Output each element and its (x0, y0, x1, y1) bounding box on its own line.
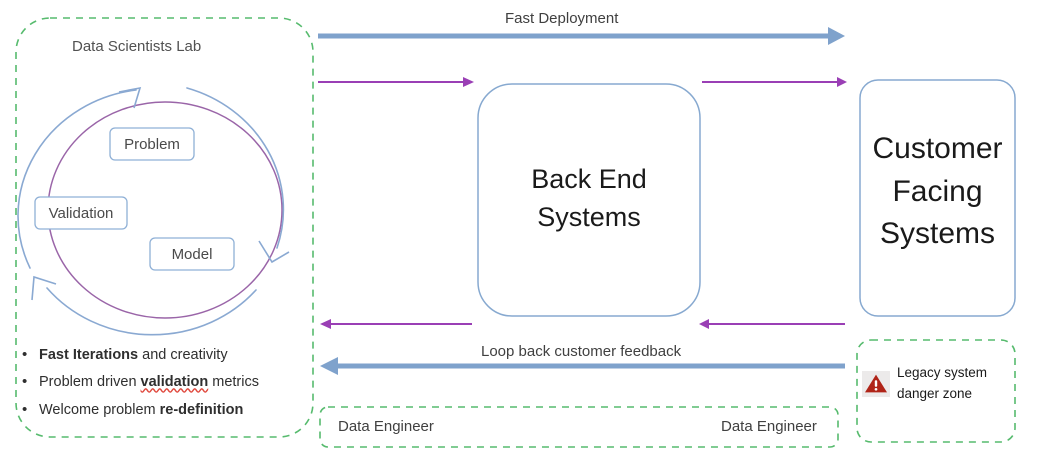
legacy-danger-zone (856, 339, 1016, 443)
node-back-end-systems-label: Back End Systems (531, 164, 647, 233)
bullet-text-3: Welcome problem re-definition (39, 402, 243, 419)
node-customer-facing-systems[interactable] (859, 79, 1016, 317)
lab-bullet-list: • Fast Iterations and creativity • Probl… (22, 346, 312, 428)
arrow-fast-deployment-label: Fast Deployment (505, 10, 619, 27)
cycle-chip-validation[interactable] (34, 196, 128, 230)
bullet-dot-icon: • (22, 346, 28, 363)
cycle-arc-right (186, 87, 285, 249)
bullet-3-bold: re-definition (159, 401, 244, 418)
cycle-chip-model[interactable] (149, 237, 235, 271)
arrow-lab-to-backend-head (463, 77, 474, 87)
legacy-danger-zone-content: Legacy system danger zone (862, 363, 987, 405)
arrow-backend-to-customer-head (837, 77, 847, 87)
bullet-1-bold: Fast Iterations (39, 347, 139, 363)
data-scientists-lab-title: Data Scientists Lab (72, 38, 202, 55)
bullet-2-rest: metrics (208, 374, 259, 391)
cycle-arc-bottom (46, 287, 257, 336)
warning-triangle-icon (862, 370, 890, 397)
list-item: • Fast Iterations and creativity (22, 346, 312, 364)
cycle-chip-problem[interactable] (109, 127, 195, 161)
arrow-loop-back-label: Loop back customer feedback (481, 343, 682, 360)
bullet-2-pre: Problem driven (39, 374, 141, 391)
list-item: • Welcome problem re-definition (22, 401, 312, 419)
bullet-3-pre: Welcome problem (39, 401, 160, 418)
arrow-fast-deployment-head (828, 27, 845, 45)
arrow-customer-to-backend-head (699, 319, 709, 329)
bullet-1-rest: and creativity (138, 347, 228, 363)
data-scientists-lab-zone (15, 17, 314, 438)
bullet-2-bold-misspelled: validation (140, 374, 209, 391)
bullet-dot-icon: • (22, 400, 28, 418)
bullet-dot-icon: • (22, 373, 28, 391)
cycle-arrowhead-top (118, 86, 142, 109)
cycle-chip-model-label: Model (171, 245, 213, 263)
node-customer-facing-systems-label: Customer Facing Systems (872, 132, 1003, 251)
cycle-chip-validation-label: Validation (48, 204, 114, 222)
data-engineer-label-left: Data Engineer (338, 418, 434, 435)
legacy-danger-zone-text: Legacy system danger zone (897, 365, 988, 401)
cycle-chip-problem-label: Problem (124, 135, 180, 153)
arrow-loop-back-head (320, 357, 338, 375)
cycle-arrowhead-right (258, 240, 290, 264)
bullet-text-2: Problem driven validation metrics (39, 374, 259, 391)
list-item: • Problem driven validation metrics (22, 373, 312, 391)
bullet-text-1: Fast Iterations and creativity (39, 347, 228, 364)
node-back-end-systems[interactable] (477, 83, 701, 317)
cycle-arc-upper-left (17, 89, 137, 269)
arrow-backend-to-lab-head (320, 319, 331, 329)
data-engineer-label-right: Data Engineer (721, 418, 817, 435)
cycle-arrowhead-bottom-left (31, 275, 57, 301)
data-engineer-zone (319, 406, 839, 448)
